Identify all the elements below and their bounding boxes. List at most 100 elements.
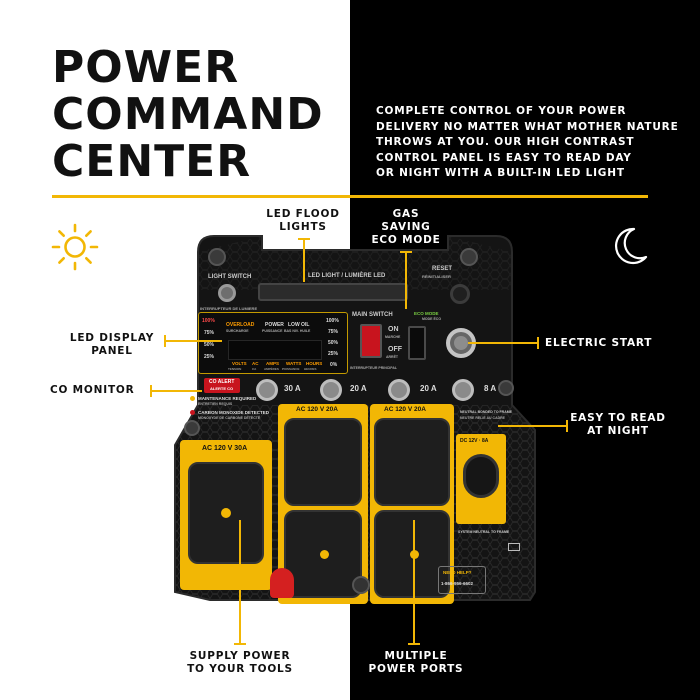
eco-mode-sublabel: MODE ÉCO [422,317,442,321]
callout-line: CO MONITOR [50,384,135,396]
dc-12v-socket[interactable] [463,454,499,498]
dc-label: DC 12V · 8A [460,438,489,444]
callout-line: LIGHTS [279,221,327,233]
leader-tick [400,251,412,253]
volts-sublabel: TENSION [228,367,242,371]
led-light-label: LED LIGHT / LUMIÈRE LED [308,273,386,279]
outlet-20a-cover[interactable] [284,510,362,598]
co-detected-label: CARBON MONOXIDE DETECTED [198,410,270,415]
eco-mode-label: ECO MODE [414,311,439,316]
breaker-rating-label: 20 A [420,384,437,393]
usb-port-icon [352,576,370,594]
leader-line [150,390,202,392]
headline-line: CENTER [52,136,252,187]
power-sublabel: PUISSANCE [262,329,283,333]
battery-icon [508,543,520,551]
outlet-cover-latch [320,550,329,559]
outlet-30a-cover[interactable] [188,462,264,564]
readout-screen [228,340,322,360]
screw-icon [184,420,200,436]
callout-line: TO YOUR TOOLS [187,663,293,675]
outlet-20a-cover[interactable] [284,418,362,506]
ac-sublabel: CA [252,367,257,371]
watts-label: WATTS [286,361,302,366]
dc-outlet-plate: DC 12V · 8A [456,434,506,524]
callout-line: LED FLOOD [266,208,340,220]
output-level-label: 25% [328,351,339,357]
intro-line: COMPLETE CONTROL OF YOUR POWER [376,105,627,117]
reset-label: RESET [432,266,453,272]
outlet-20a-cover[interactable] [374,418,450,506]
callout-line: GAS [392,208,420,220]
help-badge: NEED HELP? 1-866-956-6602 [438,566,486,594]
leader-line [239,520,241,644]
leader-line [164,340,222,342]
ac-label: AC [252,361,259,366]
co-alert-sublabel: ALERTE CO [210,386,234,391]
fuel-level-label: 50% [204,342,215,348]
leader-tick [164,335,166,347]
intro-line: DELIVERY NO MATTER WHAT MOTHER NATURE [376,120,679,133]
hours-label: HOURS [306,361,323,366]
output-level-label: 75% [328,329,339,335]
led-flood-light-bar [258,283,408,301]
breaker-button[interactable] [320,379,342,401]
callout-led-flood-lights: LED FLOOD LIGHTS [258,208,348,234]
headline-line: COMMAND [52,89,324,140]
outlet-20a-label: AC 120 V 20A [296,406,338,413]
callout-gas-saving-eco-mode: GAS SAVING ECO MODE [362,208,450,247]
eco-mode-switch[interactable] [408,326,426,360]
eco-off-label: OFF [388,346,402,353]
low-oil-sublabel: BAS NIV. HUILE [284,329,311,333]
fuel-knob[interactable] [270,568,294,598]
callout-line: POWER PORTS [368,663,464,675]
callout-co-monitor: CO MONITOR [50,384,150,397]
intro-line: THROWS AT YOU. OUR HIGH CONTRAST [376,136,635,148]
output-gauge: 100% 75% 50% 25% 0% [326,318,346,374]
output-level-label: 100% [326,318,339,324]
leader-tick [537,337,539,349]
callout-line: LED DISPLAY [69,332,155,344]
main-switch-label: MAIN SWITCH [352,312,393,318]
co-detected-indicator-light [190,410,195,415]
help-label: NEED HELP? [443,570,472,575]
screw-icon [208,248,226,266]
intro-line: CONTROL PANEL IS EASY TO READ DAY [376,151,632,164]
eco-on-label: ON [388,326,399,333]
main-switch-toggle[interactable] [360,324,382,358]
sun-icon [51,223,99,271]
light-switch-button[interactable] [218,284,236,302]
fuel-level-label: 75% [204,330,215,336]
callout-line: SAVING [381,221,431,233]
callout-easy-to-read-at-night: EASY TO READ AT NIGHT [568,412,668,438]
output-level-label: 50% [328,340,339,346]
crescent-moon-icon [615,227,648,265]
co-detected-sublabel: MONOXYDE DE CARBONE DÉTECTÉ [198,416,261,420]
neutral-bonded-label: NEUTRAL BONDED TO FRAME [460,410,512,414]
callout-line: PANEL [91,345,133,357]
fuel-gauge: 100% 75% 50% 25% [200,318,220,368]
intro-paragraph: COMPLETE CONTROL OF YOUR POWER DELIVERY … [376,104,681,182]
outlet-plate-20a: AC 120 V 20A [278,404,368,604]
low-oil-label: LOW OIL [288,322,310,328]
breaker-button[interactable] [388,379,410,401]
breaker-rating-label: 20 A [350,384,367,393]
eco-off-sublabel: ARRÊT [386,355,399,359]
screw-icon [460,248,478,266]
reset-sublabel: RÉINITIALISER [422,274,451,279]
overload-sublabel: SURCHARGE [226,329,249,333]
callout-line: ELECTRIC START [545,337,653,349]
breaker-button[interactable] [256,379,278,401]
leader-tick [150,385,152,397]
maintenance-indicator-light [190,396,195,401]
callout-line: AT NIGHT [587,425,649,437]
neutral-bonded-sublabel: NEUTRE RELIÉ AU CADRE [460,416,505,420]
callout-line: EASY TO READ [570,412,666,424]
breaker-button[interactable] [452,379,474,401]
outlet-30a-label: AC 120 V 30A [202,445,248,452]
reset-button[interactable] [450,284,470,304]
callout-electric-start: ELECTRIC START [545,337,653,350]
readout-label-group: VOLTS AC AMPS WATTS HOURS TENSION CA AMP… [224,361,334,373]
callout-line: ECO MODE [371,234,441,246]
leader-tick [234,643,246,645]
